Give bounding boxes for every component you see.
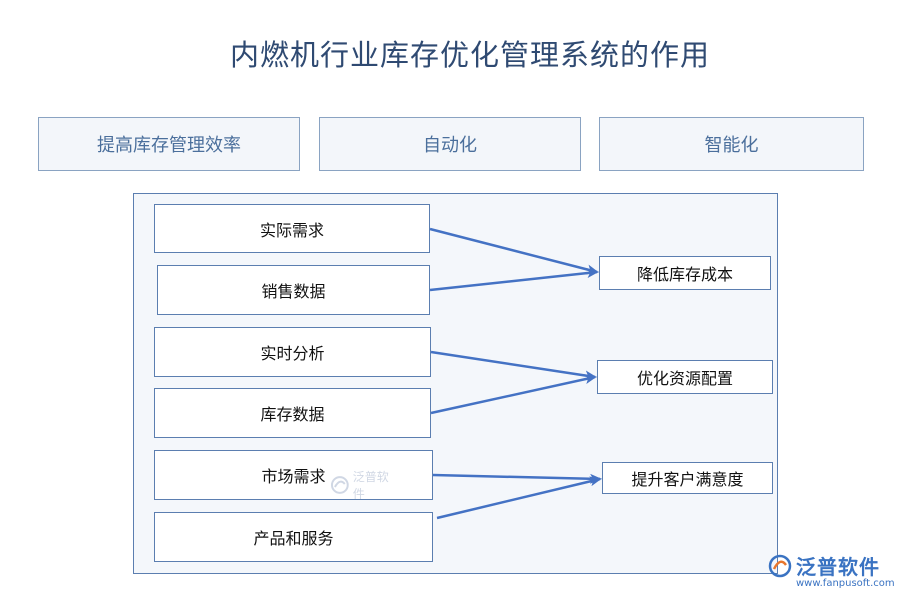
left-item-market-demand: 市场需求 [154,450,433,500]
brand-logo-text: 泛普软件 [796,555,880,579]
top-box-efficiency: 提高库存管理效率 [38,117,300,171]
left-item-sales-data: 销售数据 [157,265,430,315]
top-box-intelligence: 智能化 [599,117,864,171]
brand-logo-icon [768,554,792,577]
watermark-logo-icon [330,476,349,494]
left-item-realtime-analysis: 实时分析 [154,327,431,377]
page-title: 内燃机行业库存优化管理系统的作用 [229,38,710,72]
left-item-inventory-data: 库存数据 [154,388,431,438]
top-box-automation: 自动化 [319,117,581,171]
right-item-customer-satisfaction: 提升客户满意度 [602,462,773,494]
right-item-optimize-resources: 优化资源配置 [597,360,773,394]
watermark-text: 泛普软件 [352,470,389,501]
left-item-actual-demand: 实际需求 [154,204,430,253]
right-item-reduce-cost: 降低库存成本 [599,256,771,290]
left-item-products-services: 产品和服务 [154,512,433,562]
brand-logo: 泛普软件 www.fanpusoft.com [768,551,895,597]
center-watermark: 泛普软件 [330,470,400,501]
brand-url: www.fanpusoft.com [796,578,895,589]
